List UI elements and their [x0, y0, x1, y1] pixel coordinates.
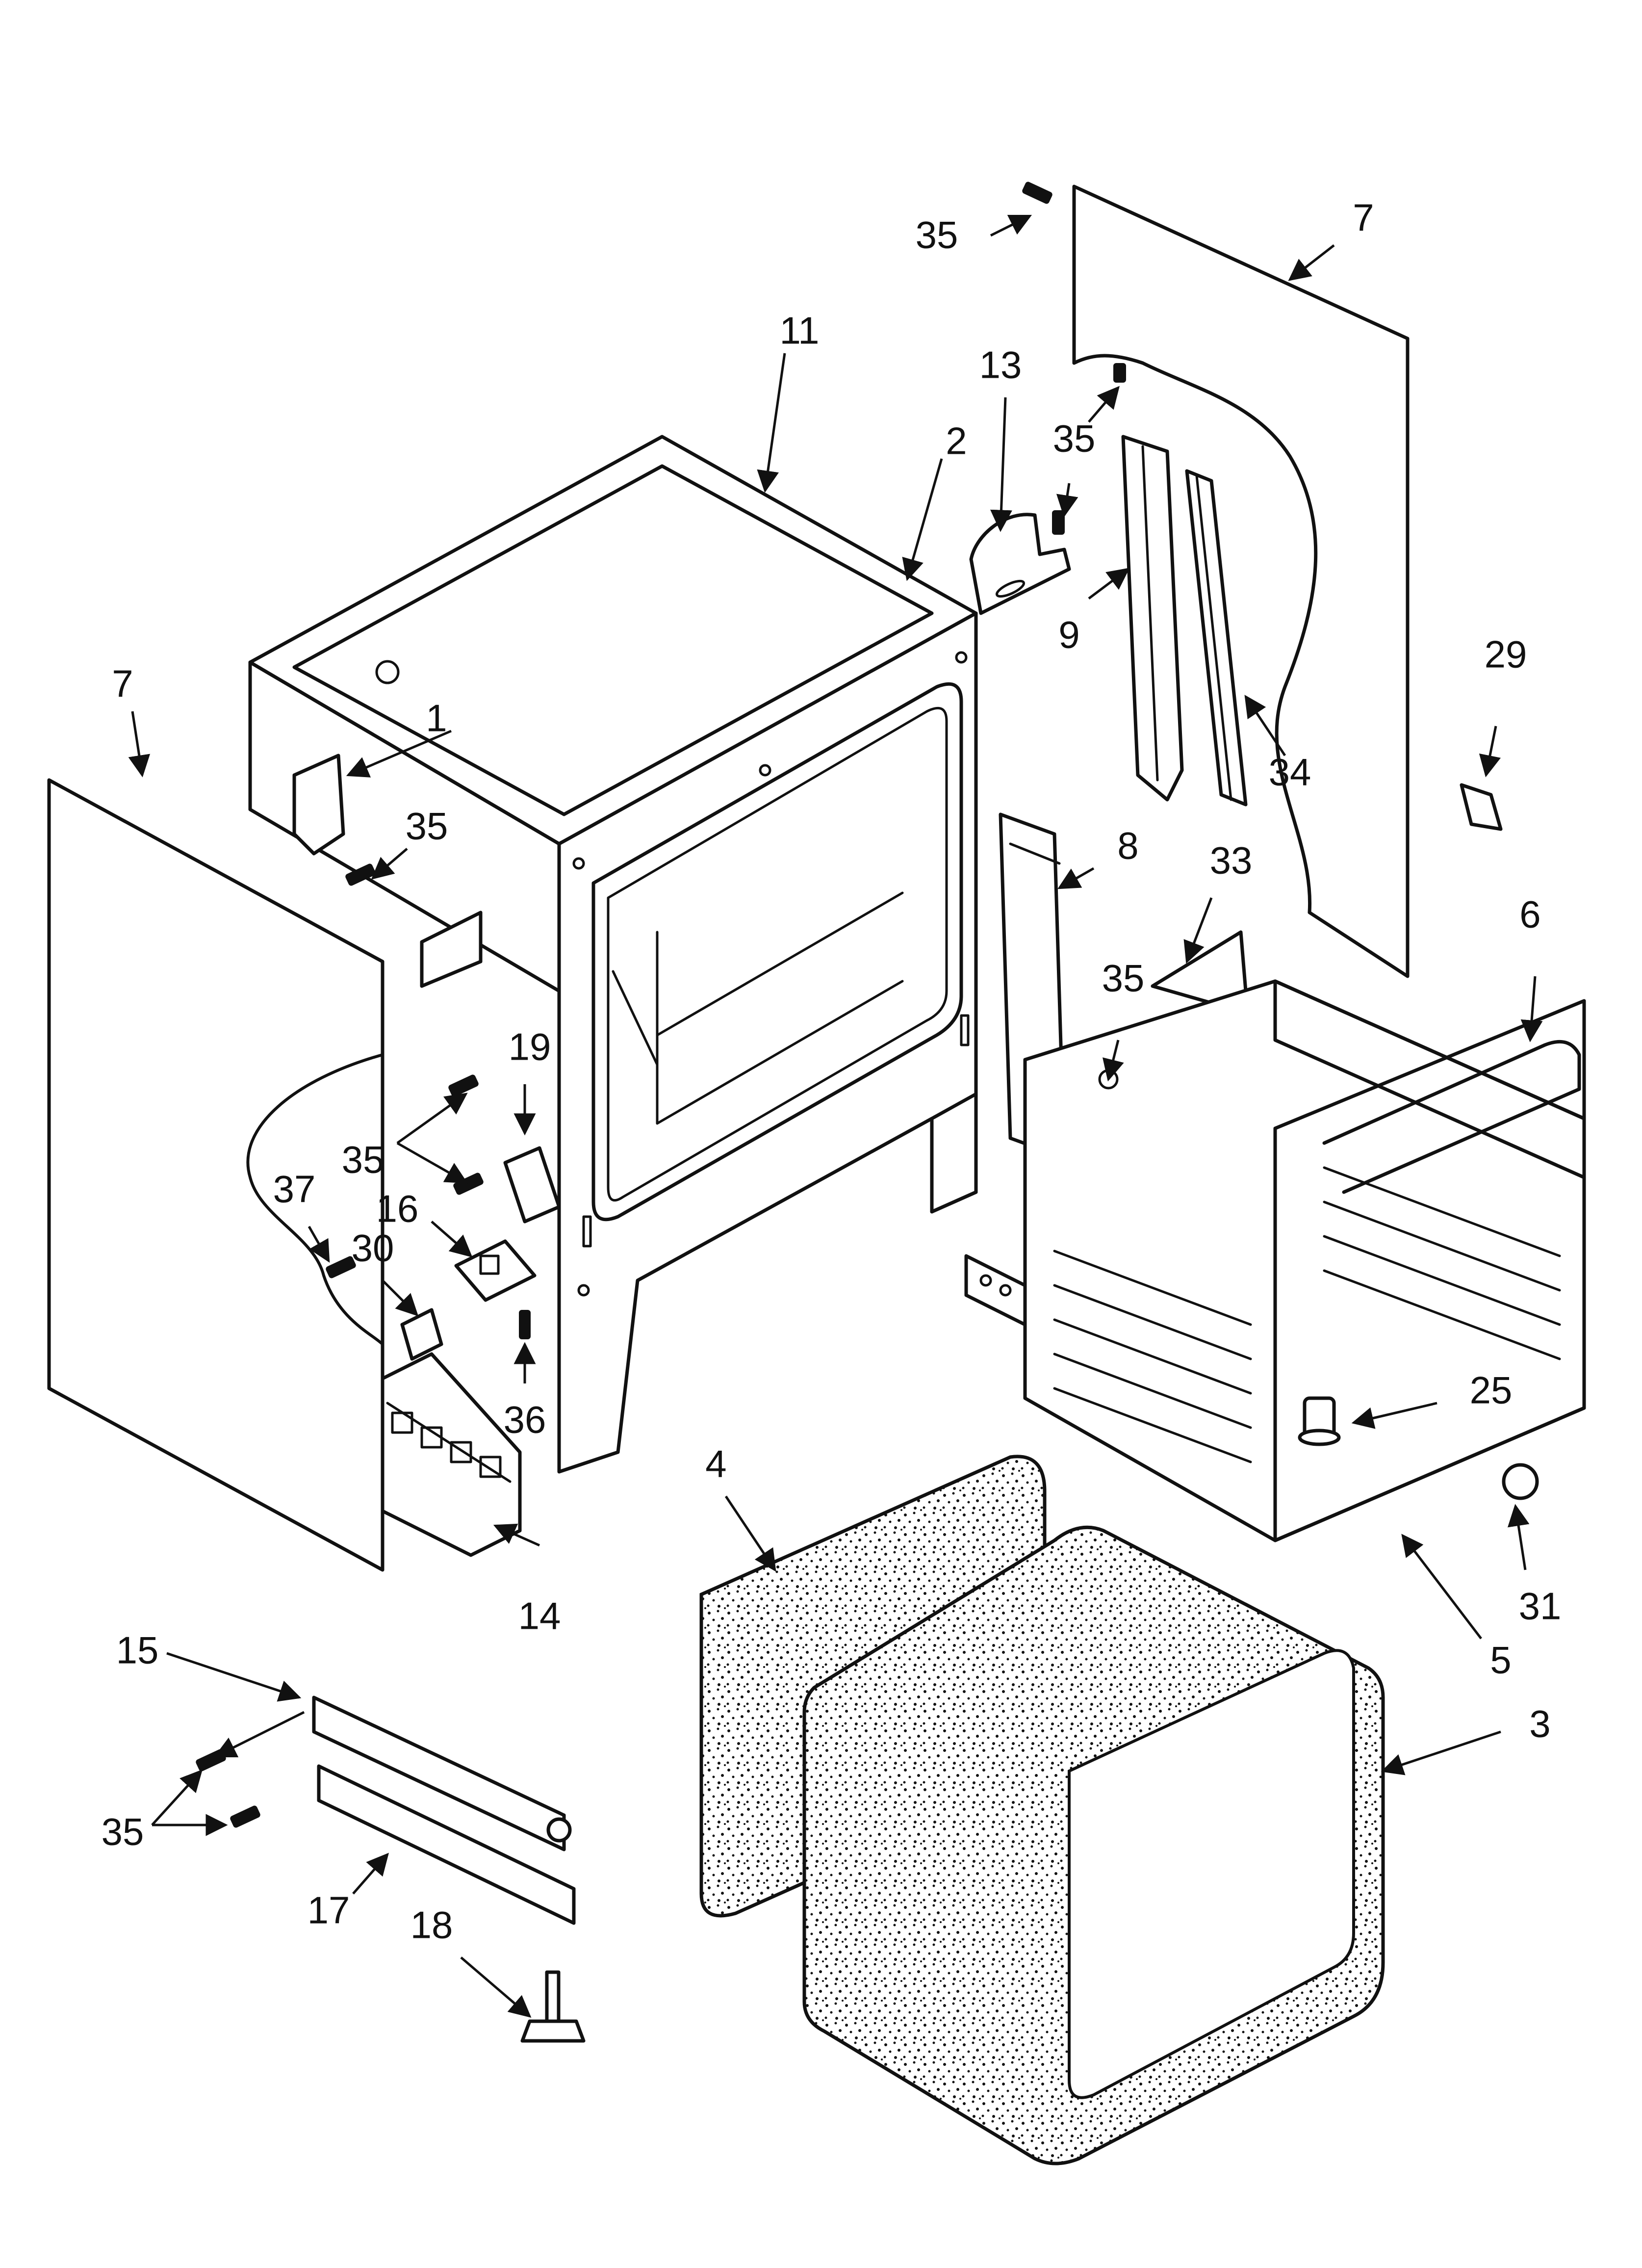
bracket-part-19	[503, 1146, 561, 1224]
callout-35-upper-right: 35	[1053, 417, 1096, 460]
screw-icon	[326, 1256, 356, 1278]
screw-icon	[1113, 363, 1126, 383]
callout-7-top: 7	[1353, 196, 1374, 239]
lower-vent-part-14	[381, 1352, 522, 1557]
bake-element-part-25	[1298, 1396, 1341, 1446]
callout-35-left-upper: 35	[406, 805, 448, 848]
callout-4: 4	[705, 1442, 726, 1486]
switch-part-30	[400, 1308, 443, 1361]
screw-icon	[448, 1074, 479, 1097]
callout-14: 14	[518, 1594, 561, 1638]
callout-35-bottom-left: 35	[102, 1810, 144, 1853]
callout-1: 1	[426, 697, 447, 740]
channel-part-34	[1185, 469, 1248, 807]
callout-37: 37	[273, 1168, 316, 1211]
leader-lines	[128, 214, 1543, 2018]
screw-icon	[345, 863, 376, 886]
callout-6: 6	[1519, 893, 1540, 936]
callout-11: 11	[780, 309, 820, 352]
callout-31: 31	[1519, 1585, 1562, 1628]
screw-icon	[230, 1805, 260, 1828]
screw-icon	[1022, 182, 1052, 204]
callout-36: 36	[504, 1398, 546, 1441]
callout-18: 18	[410, 1903, 453, 1947]
callout-2: 2	[946, 419, 967, 463]
callout-35-left-mid: 35	[342, 1138, 385, 1181]
callout-29: 29	[1485, 633, 1527, 676]
callout-7-left: 7	[112, 662, 133, 705]
callout-15: 15	[116, 1629, 159, 1672]
channel-part-9	[1121, 435, 1184, 802]
cabinet-frame	[248, 435, 978, 1474]
callout-30: 30	[352, 1226, 394, 1270]
terminal-block-part-16	[454, 1239, 537, 1302]
broil-element-part-6	[1322, 1040, 1581, 1194]
callout-5: 5	[1490, 1639, 1511, 1682]
rack-ribs	[1053, 1166, 1561, 1463]
callout-19: 19	[509, 1025, 551, 1069]
callout-9: 9	[1058, 613, 1079, 656]
callout-13: 13	[979, 343, 1022, 387]
knob-part-29	[1460, 783, 1503, 831]
callout-35-top: 35	[916, 213, 958, 257]
knob-part-31	[1502, 1463, 1539, 1500]
screw-icon	[453, 1173, 484, 1195]
bracket-part-1	[292, 754, 483, 988]
rail-part-15	[312, 1695, 572, 1851]
callout-8: 8	[1117, 824, 1138, 867]
callout-3: 3	[1529, 1702, 1550, 1746]
oven-cavity-part-5	[964, 979, 1586, 1542]
callout-25: 25	[1470, 1369, 1513, 1412]
callout-35-mid-right: 35	[1102, 957, 1145, 1000]
callout-17: 17	[308, 1889, 350, 1932]
rail-part-17	[317, 1764, 576, 1925]
callout-34: 34	[1269, 751, 1311, 794]
insulation-part-3	[802, 1525, 1385, 2165]
screw-icon	[519, 1310, 531, 1339]
callout-labels: 11 2 13 35 7 35 9 34 29 1 35 7 8 33 35 6…	[102, 196, 1562, 1947]
rear-panel	[1072, 184, 1410, 978]
callout-16: 16	[376, 1187, 419, 1230]
callout-33: 33	[1210, 839, 1253, 882]
leveler-part-18	[520, 1970, 586, 2043]
screw-icon	[1052, 510, 1065, 535]
side-panel-left	[47, 778, 385, 1572]
